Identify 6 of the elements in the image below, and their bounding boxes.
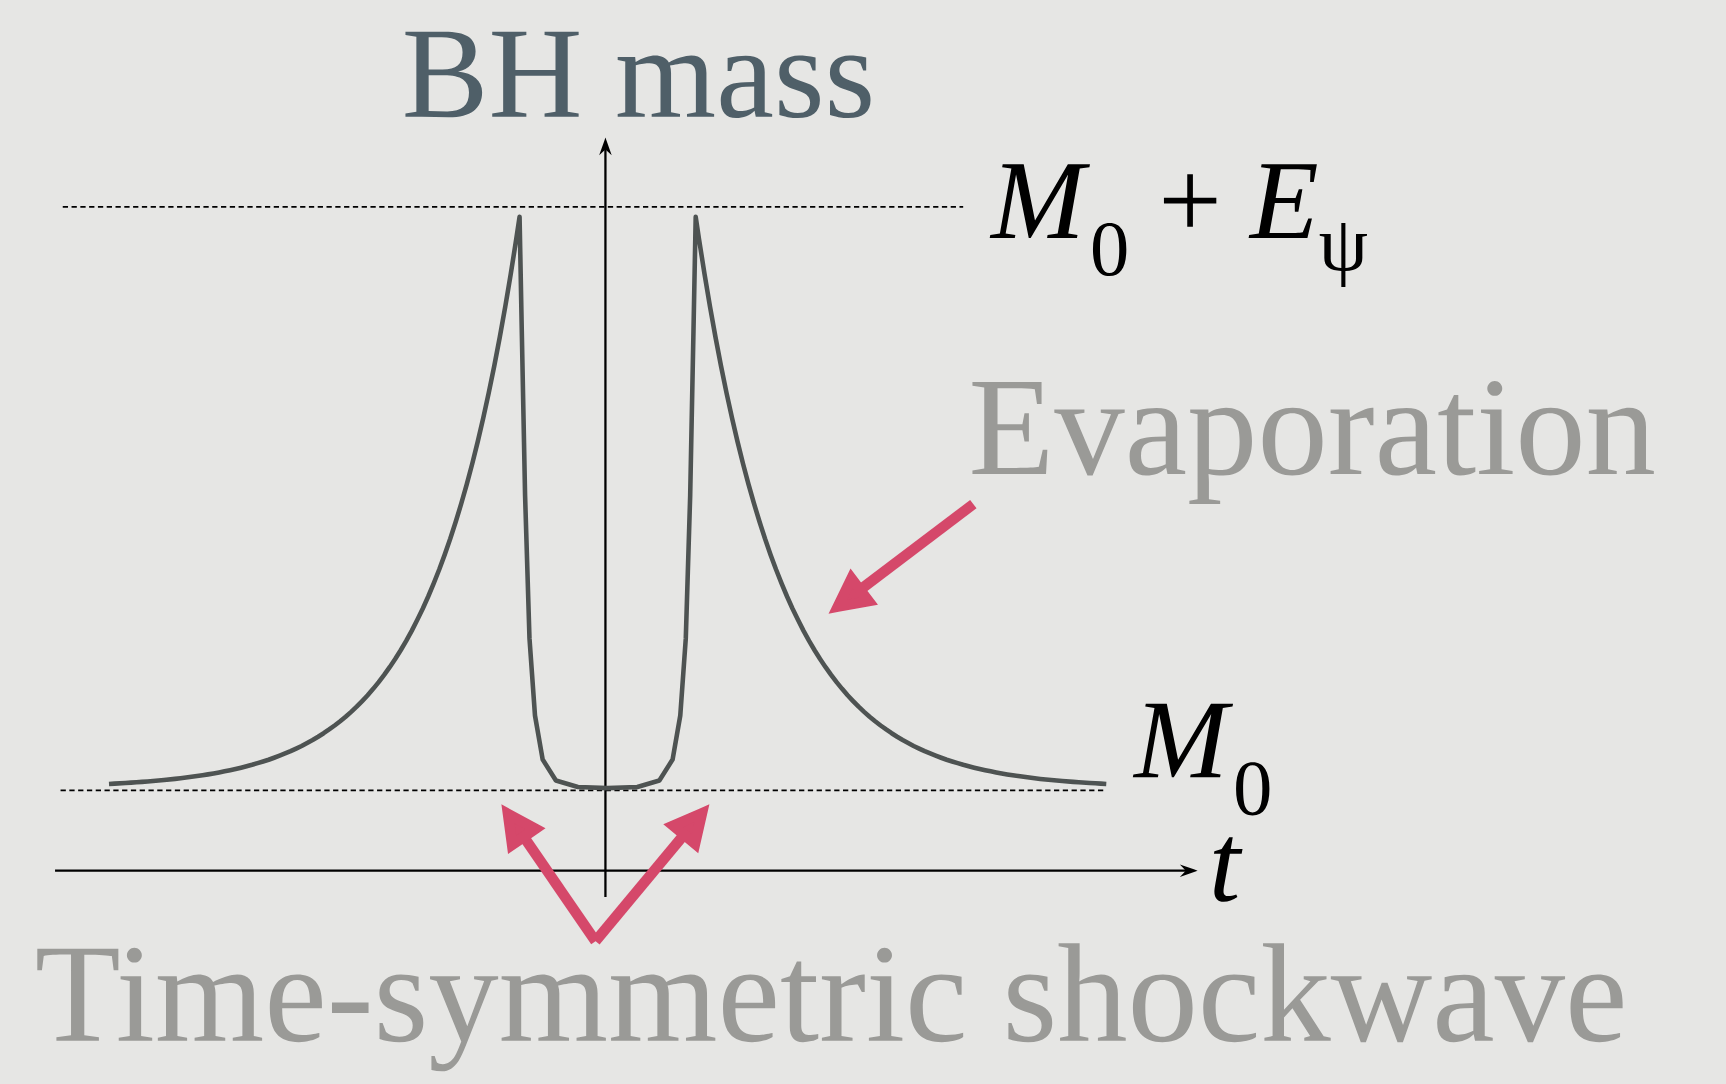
math-label: t: [1213, 837, 1243, 902]
text-label: Evaporation: [972, 380, 1654, 504]
math-label: M$_{0}$ + E$_{ψ}$: [989, 164, 1367, 287]
text-label: Time-symmetric shockwave: [37, 943, 1623, 1072]
axis-title: BH mass: [405, 31, 871, 118]
math-label: M$_{0}$: [1132, 703, 1270, 816]
